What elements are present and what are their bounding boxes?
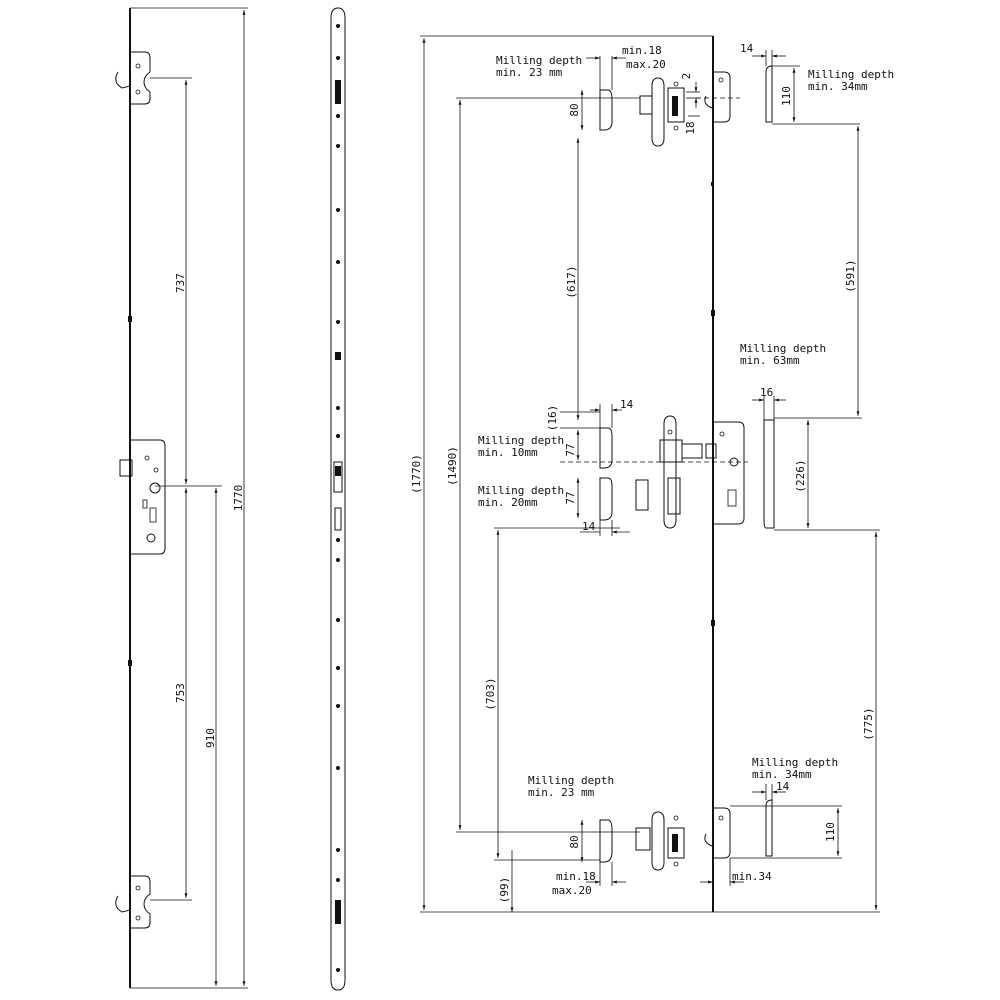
dim-1490: (1490) xyxy=(446,446,459,486)
dim-77-b: 77 xyxy=(564,491,577,504)
dim-14-mid-top: 14 xyxy=(620,398,634,411)
central-lock-case xyxy=(119,439,166,555)
dim-99: (99) xyxy=(498,877,511,904)
central-latch-slot xyxy=(333,461,343,493)
note-mill-bottom-left-2: min. 23 mm xyxy=(528,786,595,799)
note-mill-mid-b-2: min. 20mm xyxy=(478,496,538,509)
bottom-door-lock xyxy=(713,807,731,859)
dim-753: 753 xyxy=(174,683,187,703)
mill-pocket-mid-a xyxy=(599,427,613,469)
top-hook-slot xyxy=(335,80,341,104)
dim-80-top: 80 xyxy=(568,103,581,116)
dim-80-bottom: 80 xyxy=(568,835,581,848)
dim-14-mid-bottom: 14 xyxy=(582,520,596,533)
dim-14-right-top: 14 xyxy=(740,42,754,55)
dim-110-top: 110 xyxy=(780,86,793,106)
dim-591: (591) xyxy=(844,259,857,292)
top-door-lock xyxy=(713,71,731,123)
faceplate-front-view xyxy=(330,7,346,991)
dim-775: (775) xyxy=(862,707,875,740)
right-view: (1770) xyxy=(410,35,894,913)
mill-pocket-top xyxy=(599,89,613,131)
note-mill-mid-a-1: Milling depth xyxy=(478,434,564,447)
note-mill-mid-right-1: Milling depth xyxy=(740,342,826,355)
mill-pocket-right-top xyxy=(765,65,773,123)
mill-pocket-bottom xyxy=(599,819,613,863)
dim-min18-top: min.18 xyxy=(622,44,662,57)
top-hook-lock xyxy=(115,51,151,105)
dim-max20-bottom: max.20 xyxy=(552,884,592,897)
note-mill-bottom-left-1: Milling depth xyxy=(528,774,614,787)
note-mill-top-right-2: min. 34mm xyxy=(808,80,868,93)
dim-617: (617) xyxy=(565,265,578,298)
dim-16-right-mid: 16 xyxy=(760,386,773,399)
dim-min18-bottom: min.18 xyxy=(556,870,596,883)
dim-910: 910 xyxy=(204,728,217,748)
dim-18: 18 xyxy=(684,121,697,134)
note-mill-top-right-1: Milling depth xyxy=(808,68,894,81)
dim-1770: 1770 xyxy=(232,485,245,512)
note-mill-mid-right-2: min. 63mm xyxy=(740,354,800,367)
dim-226: (226) xyxy=(794,459,807,492)
bottom-hook-lock xyxy=(115,875,151,929)
bottom-hook-slot xyxy=(335,900,341,924)
note-mill-bottom-right-1: Milling depth xyxy=(752,756,838,769)
mill-pocket-right-bottom xyxy=(765,799,773,857)
dim-16-mid: (16) xyxy=(546,405,559,432)
note-mill-top-left-2: min. 23 mm xyxy=(496,66,563,79)
dim-77-a: 77 xyxy=(564,443,577,456)
left-view: 737 753 910 1770 xyxy=(115,7,248,989)
dim-737: 737 xyxy=(174,273,187,293)
bottom-keeper xyxy=(635,811,685,871)
dim-110-bottom: 110 xyxy=(824,822,837,842)
top-keeper xyxy=(639,77,685,147)
note-mill-mid-a-2: min. 10mm xyxy=(478,446,538,459)
dim-min34: min.34 xyxy=(732,870,772,883)
mill-pocket-mid-b xyxy=(599,477,613,521)
note-mill-mid-b-1: Milling depth xyxy=(478,484,564,497)
note-mill-bottom-right-2: min. 34mm xyxy=(752,768,812,781)
dim-1770-right: (1770) xyxy=(410,454,423,494)
dim-703: (703) xyxy=(484,677,497,710)
mill-pocket-right-mid xyxy=(763,419,775,529)
dim-14-right-bottom: 14 xyxy=(776,780,790,793)
middle-keeper xyxy=(635,415,703,529)
dim-2: 2 xyxy=(680,73,693,80)
note-mill-top-left-1: Milling depth xyxy=(496,54,582,67)
right-central-lock xyxy=(705,421,745,525)
dim-max20-top: max.20 xyxy=(626,58,666,71)
